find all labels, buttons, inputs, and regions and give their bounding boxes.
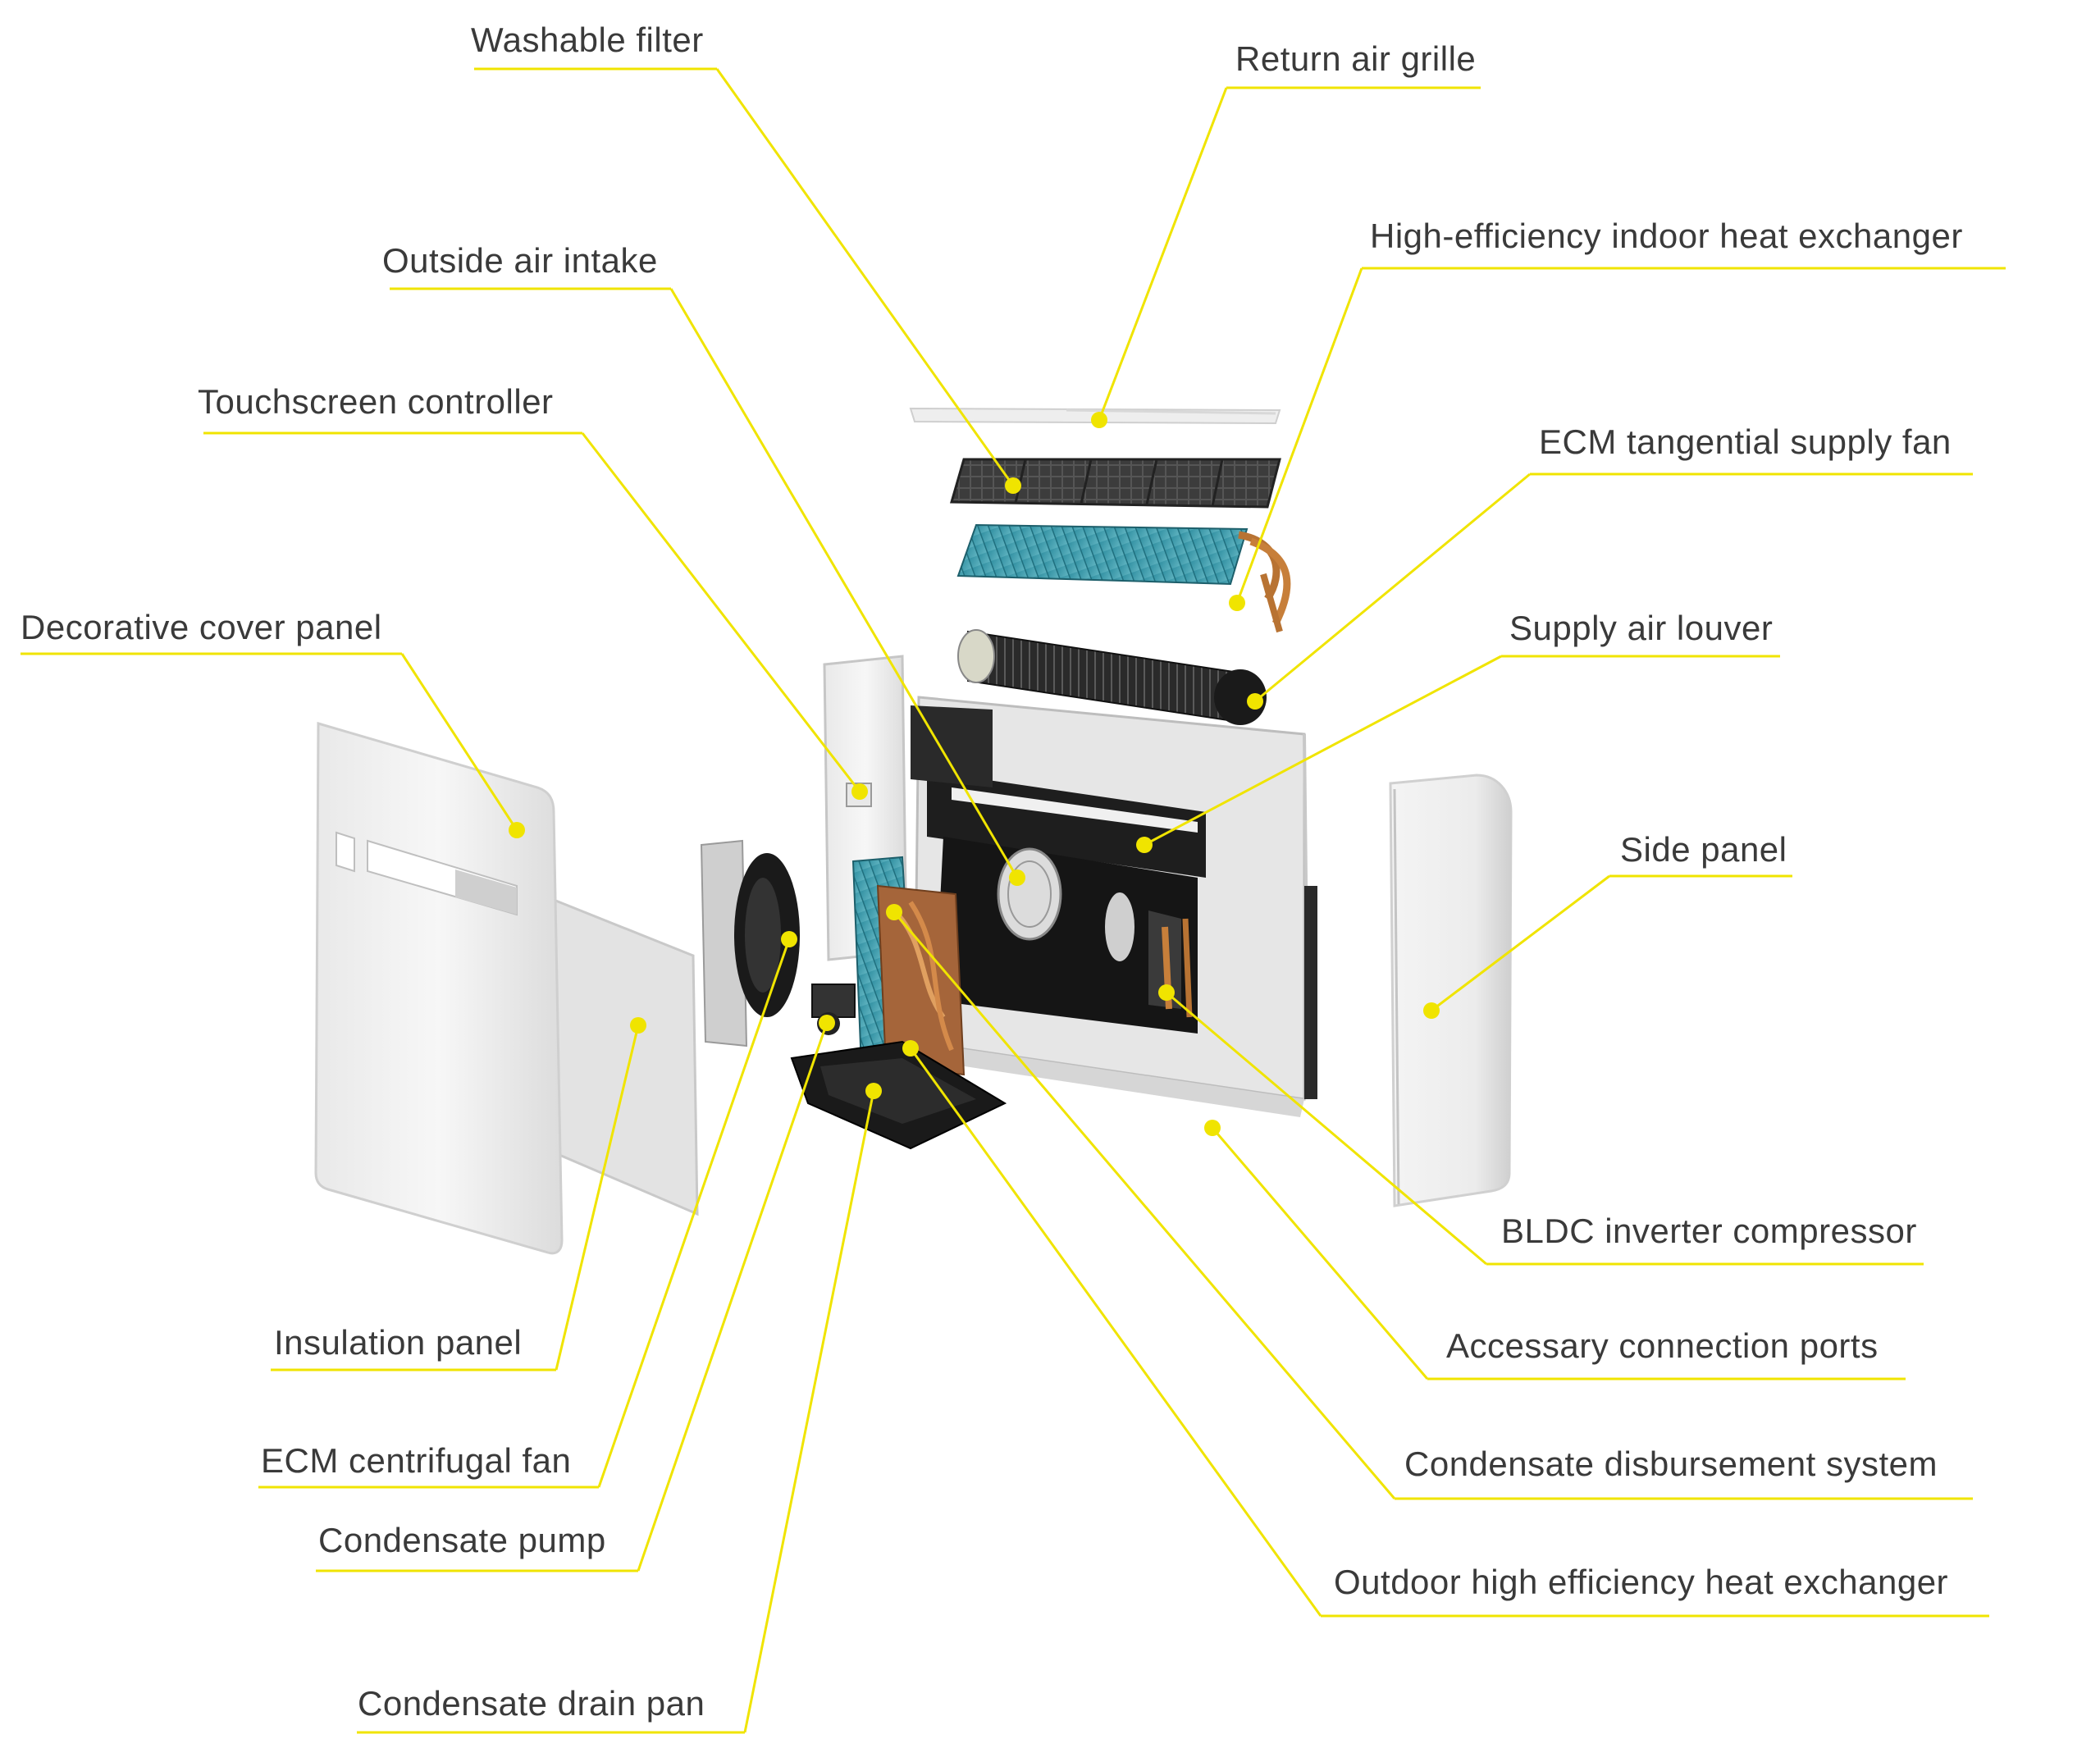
dot-outdoor-heat-exchanger [902, 1040, 919, 1057]
callout-labels: Washable filter Return air grille High-e… [21, 21, 1963, 1723]
leader-outdoor-heat-exchanger [909, 1047, 1322, 1617]
label-outdoor-heat-exchanger: Outdoor high efficiency heat exchanger [1334, 1563, 1948, 1601]
leader-touchscreen-controller [581, 432, 861, 792]
label-condensate-pump: Condensate pump [318, 1521, 606, 1559]
label-indoor-heat-exchanger: High-efficiency indoor heat exchanger [1370, 217, 1963, 255]
leader-supply-air-louver [1144, 655, 1502, 847]
dot-supply-air-louver [1136, 837, 1153, 853]
dot-bldc-inverter-compressor [1158, 984, 1175, 1001]
dot-outside-air-intake [1009, 869, 1025, 886]
dot-side-panel [1423, 1002, 1440, 1019]
dot-decorative-cover-panel [509, 822, 525, 838]
tangential-fan-part [957, 629, 1267, 725]
washable-filter-part [950, 458, 1281, 509]
drain-pan-part [790, 1040, 1007, 1150]
product-illustration [314, 407, 1513, 1255]
dot-accessory-connection-ports [1204, 1120, 1221, 1136]
dot-return-air-grille [1091, 412, 1107, 428]
label-ecm-centrifugal-fan: ECM centrifugal fan [261, 1441, 571, 1480]
leader-indoor-heat-exchanger [1235, 267, 1363, 604]
label-touchscreen-controller: Touchscreen controller [198, 382, 554, 421]
label-ecm-tangential-supply-fan: ECM tangential supply fan [1539, 422, 1952, 461]
centrifugal-fan-part [700, 839, 800, 1047]
main-chassis [823, 655, 1317, 1117]
dot-ecm-tangential-supply-fan [1247, 693, 1263, 710]
leader-outside-air-intake [669, 288, 1019, 879]
indoor-heat-exchanger-part [956, 523, 1291, 633]
label-side-panel: Side panel [1620, 830, 1787, 869]
leader-ecm-centrifugal-fan [597, 938, 791, 1488]
label-supply-air-louver: Supply air louver [1509, 609, 1773, 647]
leader-insulation-panel [555, 1025, 640, 1371]
leader-accessory-connection-ports [1211, 1127, 1429, 1380]
cover-panel-part [314, 722, 564, 1255]
leader-lines [21, 67, 2006, 1734]
leader-ecm-tangential-supply-fan [1254, 472, 1531, 703]
dot-ecm-centrifugal-fan [781, 931, 797, 947]
dot-condensate-pump [819, 1015, 835, 1031]
dot-washable-filter [1005, 477, 1021, 494]
leader-condensate-pump [637, 1022, 829, 1572]
label-condensate-disbursement-system: Condensate disbursement system [1404, 1444, 1938, 1483]
label-outside-air-intake: Outside air intake [382, 241, 658, 280]
side-panel-part [1389, 774, 1513, 1207]
dot-touchscreen-controller [851, 783, 868, 800]
dot-condensate-disbursement-system [886, 904, 902, 920]
leader-condensate-drain-pan [743, 1090, 875, 1733]
leader-decorative-cover-panel [400, 653, 518, 831]
label-return-air-grille: Return air grille [1235, 39, 1476, 78]
label-bldc-inverter-compressor: BLDC inverter compressor [1501, 1212, 1917, 1250]
leader-return-air-grille [1098, 87, 1228, 421]
label-accessory-connection-ports: Accessary connection ports [1446, 1326, 1879, 1365]
leader-bldc-inverter-compressor [1166, 991, 1487, 1266]
label-washable-filter: Washable filter [471, 21, 704, 59]
label-condensate-drain-pan: Condensate drain pan [358, 1684, 705, 1723]
callout-dots [509, 412, 1440, 1136]
label-insulation-panel: Insulation panel [274, 1323, 522, 1362]
insulation-panel-part [548, 896, 699, 1216]
leader-side-panel [1431, 874, 1610, 1012]
leader-washable-filter [715, 68, 1015, 486]
dot-insulation-panel [630, 1017, 646, 1034]
label-decorative-cover-panel: Decorative cover panel [21, 608, 382, 646]
dot-condensate-drain-pan [865, 1083, 882, 1099]
dot-indoor-heat-exchanger [1229, 595, 1245, 611]
leader-condensate-disbursement-system [892, 911, 1396, 1499]
